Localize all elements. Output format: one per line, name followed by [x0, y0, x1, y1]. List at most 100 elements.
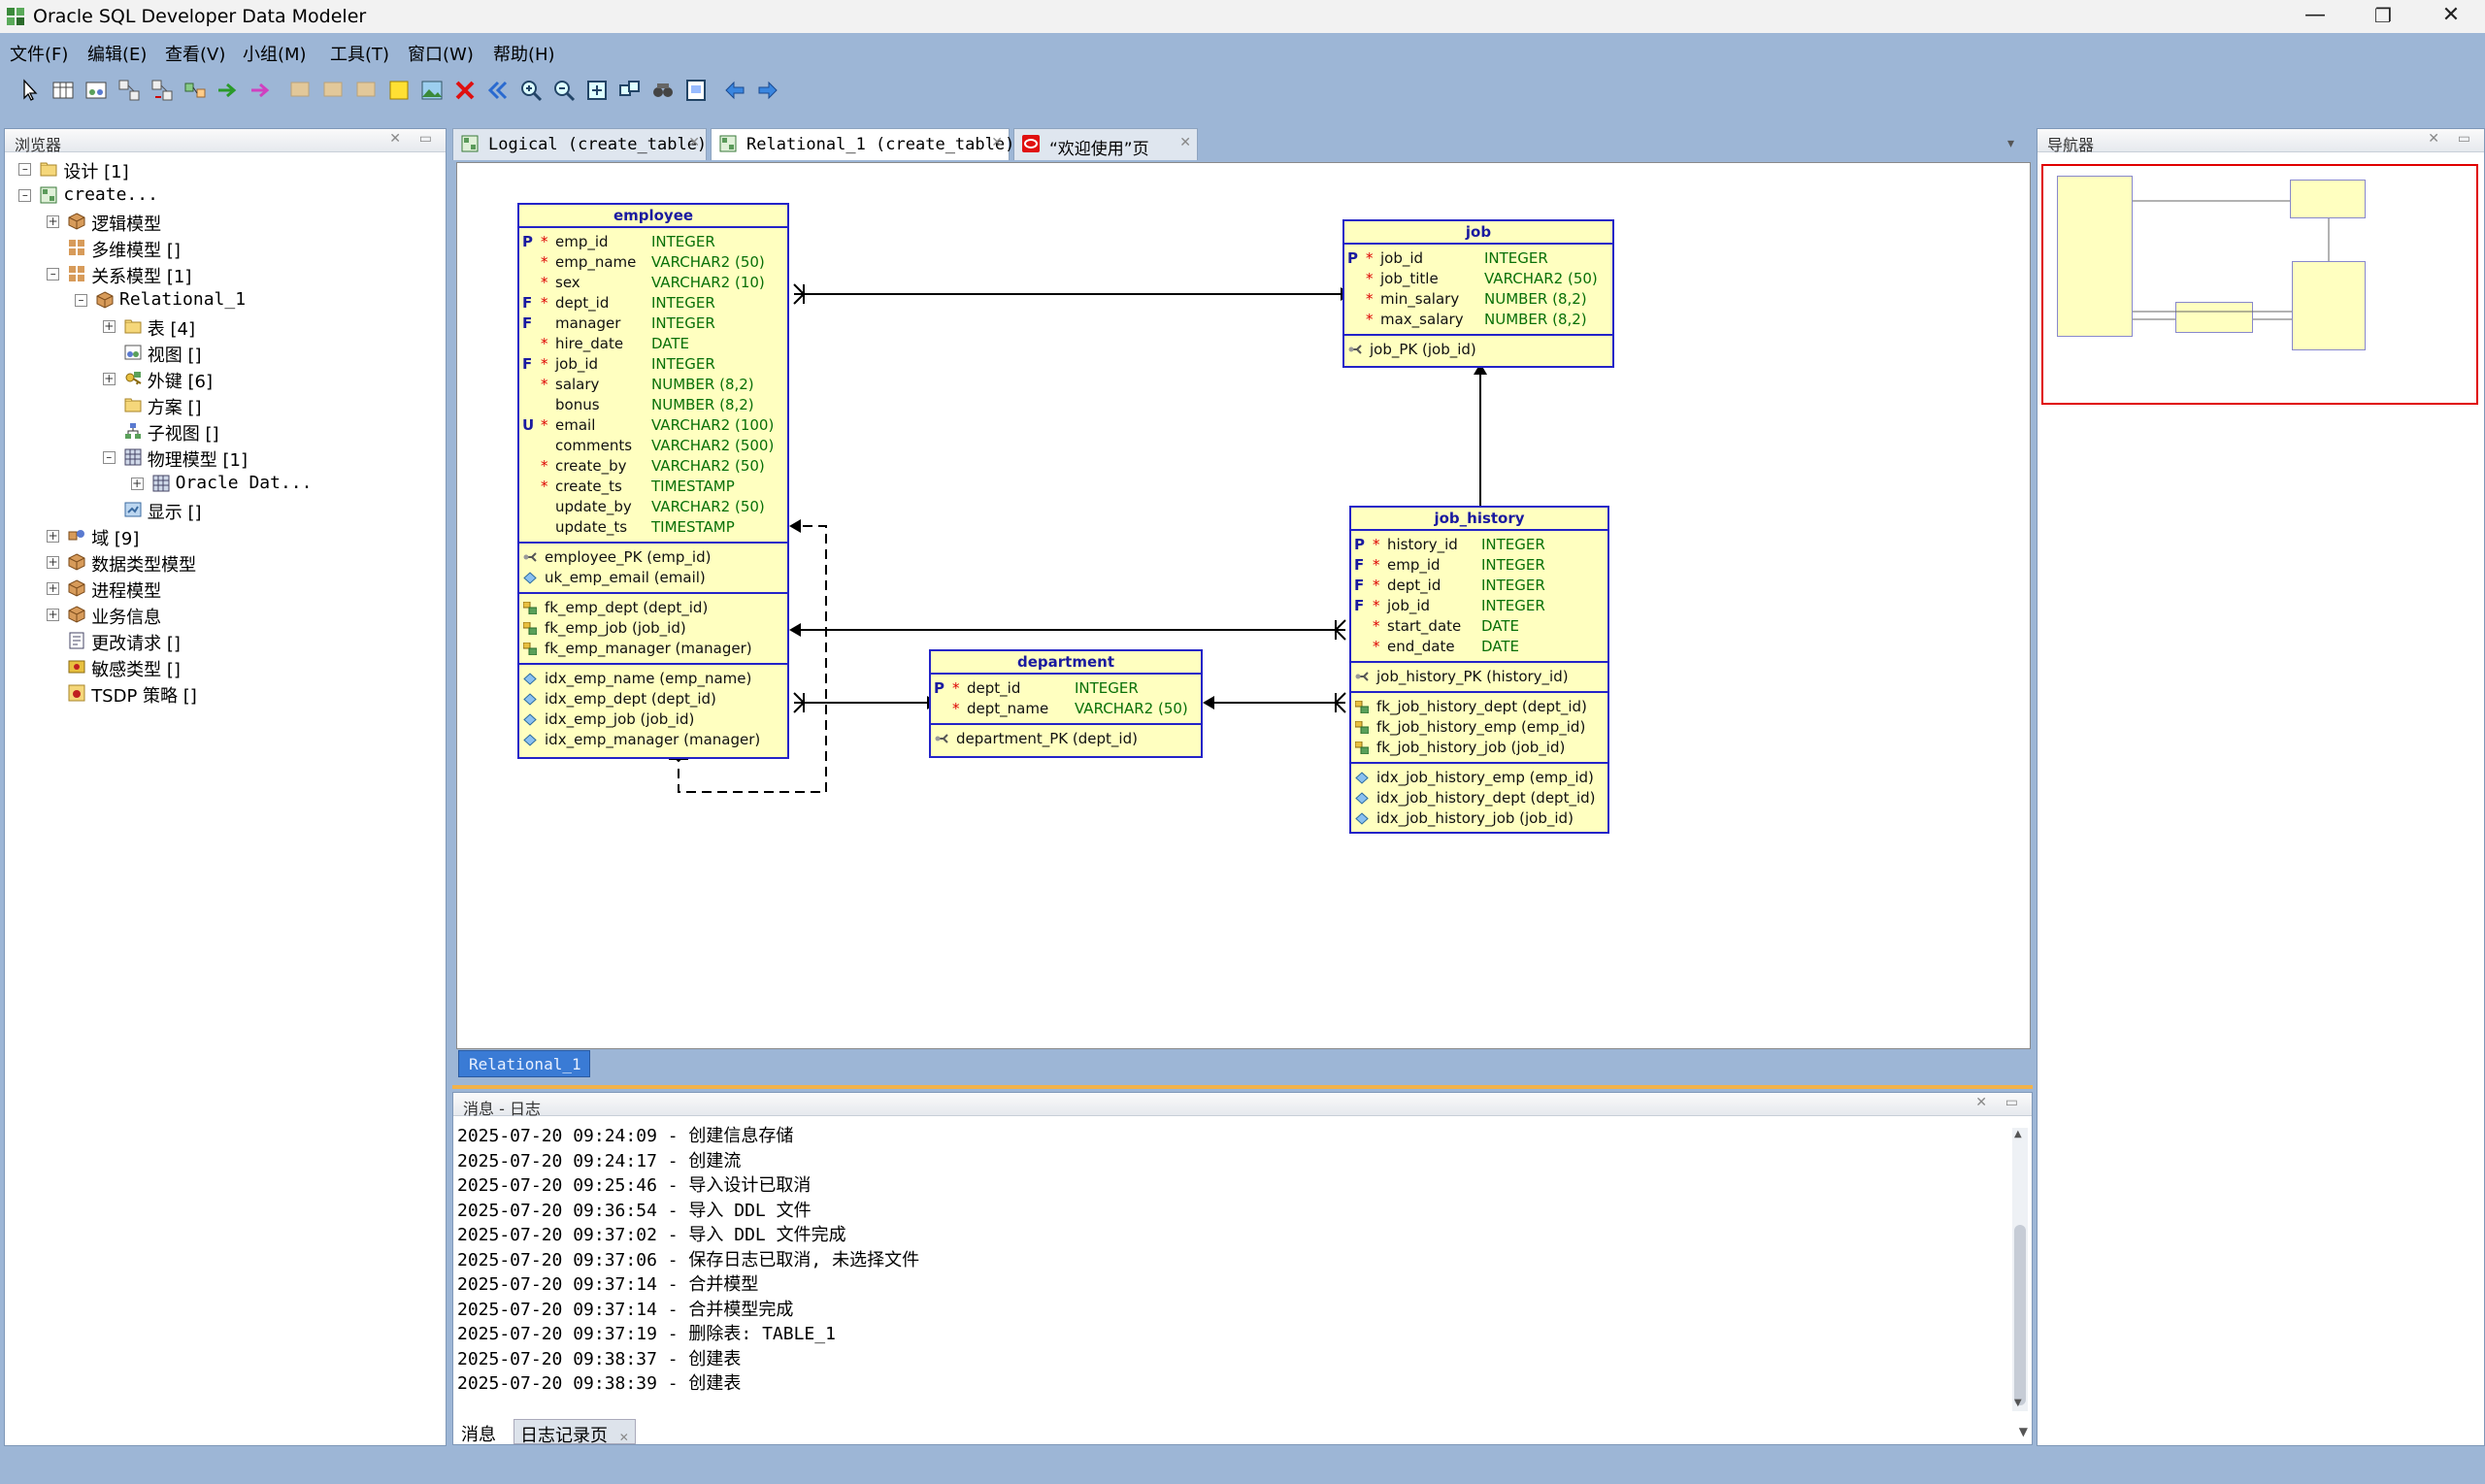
menu-team[interactable]: 小组(M): [243, 45, 307, 65]
tree-expander-icon[interactable]: +: [102, 372, 116, 385]
tab-list-chevron-icon[interactable]: ▾: [2007, 136, 2015, 151]
zoom-in-icon[interactable]: [518, 78, 544, 103]
browser-minimize-icon[interactable]: ▭: [418, 131, 432, 147]
column-type: DATE: [1481, 617, 1520, 635]
tree-expander-icon[interactable]: +: [102, 319, 116, 333]
tree-item[interactable]: +外键 [6]: [5, 368, 432, 392]
delete-icon[interactable]: [452, 78, 478, 103]
log-scrollbar[interactable]: ▲ ▼: [2012, 1128, 2028, 1411]
tree-item[interactable]: +逻辑模型: [5, 211, 432, 235]
app-icon: [7, 8, 24, 25]
tree-item[interactable]: +数据类型模型: [5, 551, 432, 576]
tree-item[interactable]: –Relational_1: [5, 289, 432, 313]
splitter[interactable]: [452, 1085, 2033, 1089]
tree-expander-icon[interactable]: +: [130, 477, 144, 490]
tree-item[interactable]: +业务信息: [5, 604, 432, 628]
tree-expander-icon[interactable]: –: [75, 294, 87, 307]
find-icon[interactable]: [650, 78, 676, 103]
tab-welcome-close-icon[interactable]: ✕: [1179, 135, 1191, 150]
tree-expander-icon[interactable]: +: [47, 608, 60, 621]
tree-item[interactable]: 显示 []: [5, 499, 432, 523]
tree-expander-icon[interactable]: +: [47, 555, 60, 569]
layout-icon[interactable]: [617, 78, 643, 103]
log-close-icon[interactable]: ✕: [1975, 1095, 1987, 1110]
picture-icon[interactable]: [419, 78, 445, 103]
navigator-viewport[interactable]: [2041, 164, 2478, 405]
fit-screen-icon[interactable]: [584, 78, 610, 103]
menu-file[interactable]: 文件(F): [10, 45, 69, 65]
tree-expander-icon[interactable]: –: [18, 163, 32, 176]
menu-window[interactable]: 窗口(W): [408, 45, 474, 65]
tree-item[interactable]: +表 [4]: [5, 315, 432, 340]
tab-relational[interactable]: Relational_1 (create_table) ✕: [711, 128, 1014, 160]
close-button[interactable]: ✕: [2441, 3, 2461, 27]
forward-arrow-icon[interactable]: [755, 78, 780, 103]
tab-relational-close-icon[interactable]: ✕: [991, 135, 1003, 150]
menu-tools[interactable]: 工具(T): [330, 45, 390, 65]
properties-icon[interactable]: [683, 78, 709, 103]
tree-item[interactable]: +域 [9]: [5, 525, 432, 549]
tree-item[interactable]: 多维模型 []: [5, 237, 432, 261]
navigator-close-icon[interactable]: ✕: [2428, 131, 2439, 147]
tree-item[interactable]: 方案 []: [5, 394, 432, 418]
column-required-flag: *: [541, 416, 548, 434]
split-table-icon[interactable]: [182, 78, 208, 103]
new-fk-icon[interactable]: [116, 78, 142, 103]
log-minimize-icon[interactable]: ▭: [2005, 1095, 2018, 1110]
back-arrow-icon[interactable]: [722, 78, 747, 103]
tree-expander-icon[interactable]: +: [47, 581, 60, 595]
tree-item[interactable]: 敏感类型 []: [5, 656, 432, 680]
tree-item[interactable]: +Oracle Dat...: [5, 473, 432, 496]
new-view-icon[interactable]: [83, 78, 109, 103]
diagram-subview-tab[interactable]: Relational_1: [458, 1050, 590, 1077]
tree-item[interactable]: 视图 []: [5, 342, 432, 366]
navigator-minimize-icon[interactable]: ▭: [2457, 131, 2470, 147]
green-arrow-icon[interactable]: [215, 78, 241, 103]
tree-expander-icon[interactable]: +: [47, 529, 60, 543]
tree-item[interactable]: –create...: [5, 184, 432, 208]
tree-expander-icon[interactable]: –: [18, 189, 32, 202]
tree-expander-icon[interactable]: –: [47, 268, 60, 280]
menu-edit[interactable]: 编辑(E): [87, 45, 148, 65]
title-bar: Oracle SQL Developer Data Modeler — ❐ ✕: [0, 0, 2485, 33]
pink-arrow-icon[interactable]: [248, 78, 274, 103]
pk-icon: [523, 552, 537, 562]
menu-view[interactable]: 查看(V): [165, 45, 226, 65]
note-icon[interactable]: [386, 78, 412, 103]
rewind-icon[interactable]: [485, 78, 511, 103]
tree-expander-icon[interactable]: –: [102, 451, 116, 464]
scroll-thumb[interactable]: [2014, 1225, 2026, 1405]
request-icon: [69, 632, 84, 649]
tab-welcome[interactable]: “欢迎使用”页 ✕: [1013, 128, 1198, 160]
tree-item[interactable]: –物理模型 [1]: [5, 446, 432, 471]
uk-icon: [523, 572, 537, 584]
new-table-icon[interactable]: [50, 78, 76, 103]
zoom-out-icon[interactable]: [551, 78, 577, 103]
scroll-down-icon[interactable]: ▼: [2014, 1398, 2022, 1408]
tab-logical[interactable]: Logical (create_table) ✕: [452, 128, 707, 160]
tree-item[interactable]: –关系模型 [1]: [5, 263, 432, 287]
tree-item[interactable]: –设计 [1]: [5, 158, 432, 182]
scroll-up-icon[interactable]: ▲: [2014, 1129, 2022, 1139]
new-fk-1to1-icon[interactable]: [149, 78, 175, 103]
tree-item[interactable]: +进程模型: [5, 577, 432, 602]
tree-item[interactable]: 更改请求 []: [5, 630, 432, 654]
minimize-button[interactable]: —: [2304, 3, 2326, 27]
tab-logical-close-icon[interactable]: ✕: [688, 135, 700, 150]
maximize-button[interactable]: ❐: [2374, 4, 2392, 27]
log-tab-close-icon[interactable]: ✕: [618, 1431, 629, 1444]
log-tab-messages[interactable]: 消息: [461, 1425, 496, 1445]
tree-expander-icon[interactable]: +: [47, 214, 60, 228]
tree-item[interactable]: 子视图 []: [5, 420, 432, 445]
menu-help[interactable]: 帮助(H): [493, 45, 555, 65]
select-pointer-icon[interactable]: [17, 78, 43, 103]
tree-item[interactable]: TSDP 策略 []: [5, 682, 432, 707]
log-tab-logging[interactable]: 日志记录页 ✕: [514, 1419, 636, 1446]
browser-close-icon[interactable]: ✕: [389, 131, 401, 147]
